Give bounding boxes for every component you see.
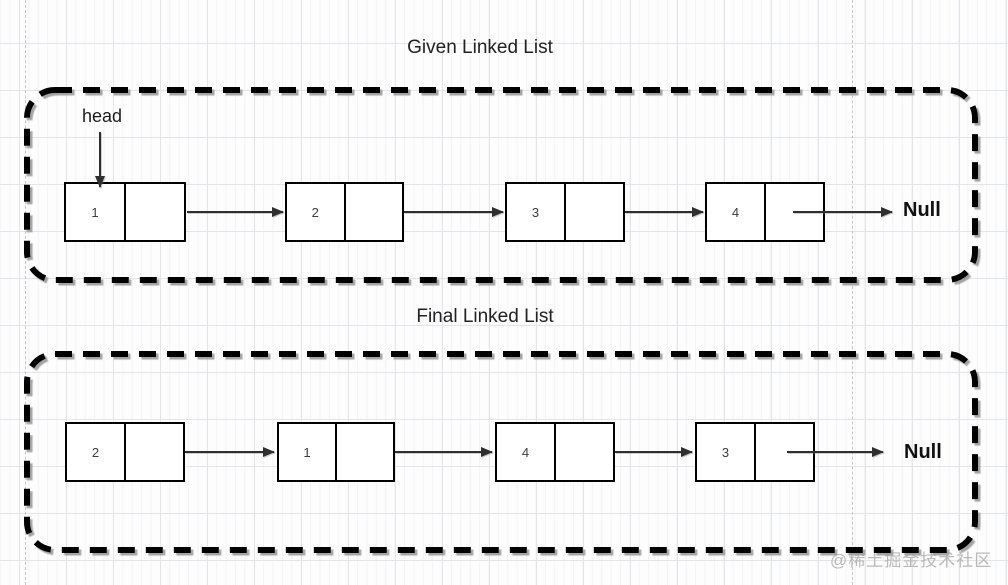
node-pointer-cell [126, 184, 184, 240]
page-boundary-line [25, 0, 26, 585]
node-pointer-cell [346, 184, 403, 240]
pointer-arrows [95, 132, 893, 457]
page-boundary-line [852, 0, 853, 585]
node-pointer-cell [337, 424, 393, 480]
watermark-text: @稀土掘金技术社区 [830, 551, 993, 570]
given-list-title: Given Linked List [407, 37, 553, 58]
node-value: 4 [497, 424, 556, 480]
final-list-node-4: 3 [695, 422, 815, 482]
node-pointer-cell [766, 184, 823, 240]
node-value: 1 [279, 424, 337, 480]
given-list-node-2: 2 [285, 182, 404, 242]
given-list-null-terminal: Null [903, 199, 941, 221]
given-list-node-1: 1 [64, 182, 186, 242]
final-list-node-3: 4 [495, 422, 615, 482]
node-pointer-cell [126, 424, 183, 480]
node-pointer-cell [556, 424, 613, 480]
node-value: 3 [507, 184, 566, 240]
final-list-node-1: 2 [65, 422, 185, 482]
given-list-node-3: 3 [505, 182, 625, 242]
final-list-title: Final Linked List [416, 306, 554, 327]
node-value: 2 [287, 184, 346, 240]
node-pointer-cell [756, 424, 813, 480]
final-list-node-2: 1 [277, 422, 395, 482]
final-list-null-terminal: Null [904, 441, 942, 463]
node-value: 1 [66, 184, 126, 240]
node-pointer-cell [566, 184, 623, 240]
head-pointer-label: head [82, 106, 123, 126]
given-list-node-4: 4 [705, 182, 825, 242]
node-value: 4 [707, 184, 766, 240]
node-value: 3 [697, 424, 756, 480]
node-value: 2 [67, 424, 126, 480]
